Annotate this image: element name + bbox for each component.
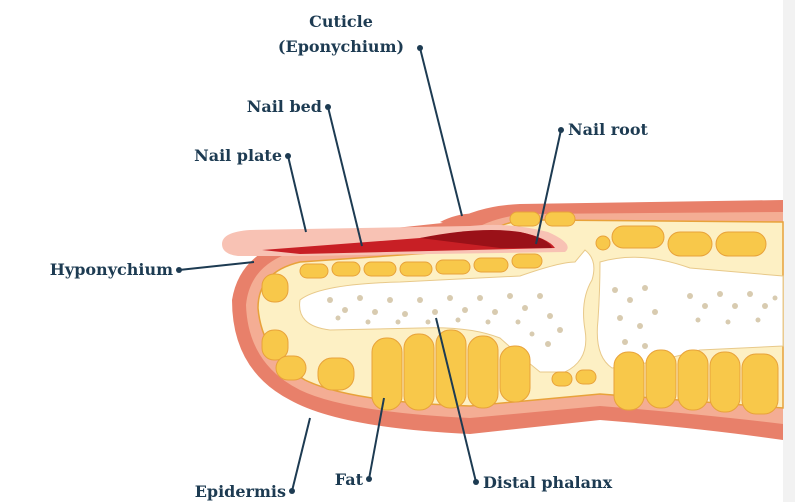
label-hyponychium: Hyponychium — [50, 260, 173, 279]
label-eponychium: (Eponychium) — [278, 37, 404, 56]
nail-bed-leader — [328, 107, 362, 246]
label-epidermis: Epidermis — [195, 482, 286, 501]
label-fat: Fat — [335, 470, 364, 489]
finger-illustration — [222, 200, 783, 440]
label-nail-bed: Nail bed — [247, 97, 322, 116]
label-nail-root: Nail root — [568, 120, 648, 139]
cuticle-leader — [420, 48, 462, 216]
label-distal-phalanx: Distal phalanx — [483, 473, 613, 492]
nail-plate-leader — [288, 156, 306, 232]
hyponychium-leader — [179, 262, 254, 270]
side-panel — [783, 0, 795, 502]
epidermis-leader — [292, 418, 310, 491]
label-nail-plate: Nail plate — [194, 146, 282, 165]
label-cuticle: Cuticle — [309, 12, 373, 31]
